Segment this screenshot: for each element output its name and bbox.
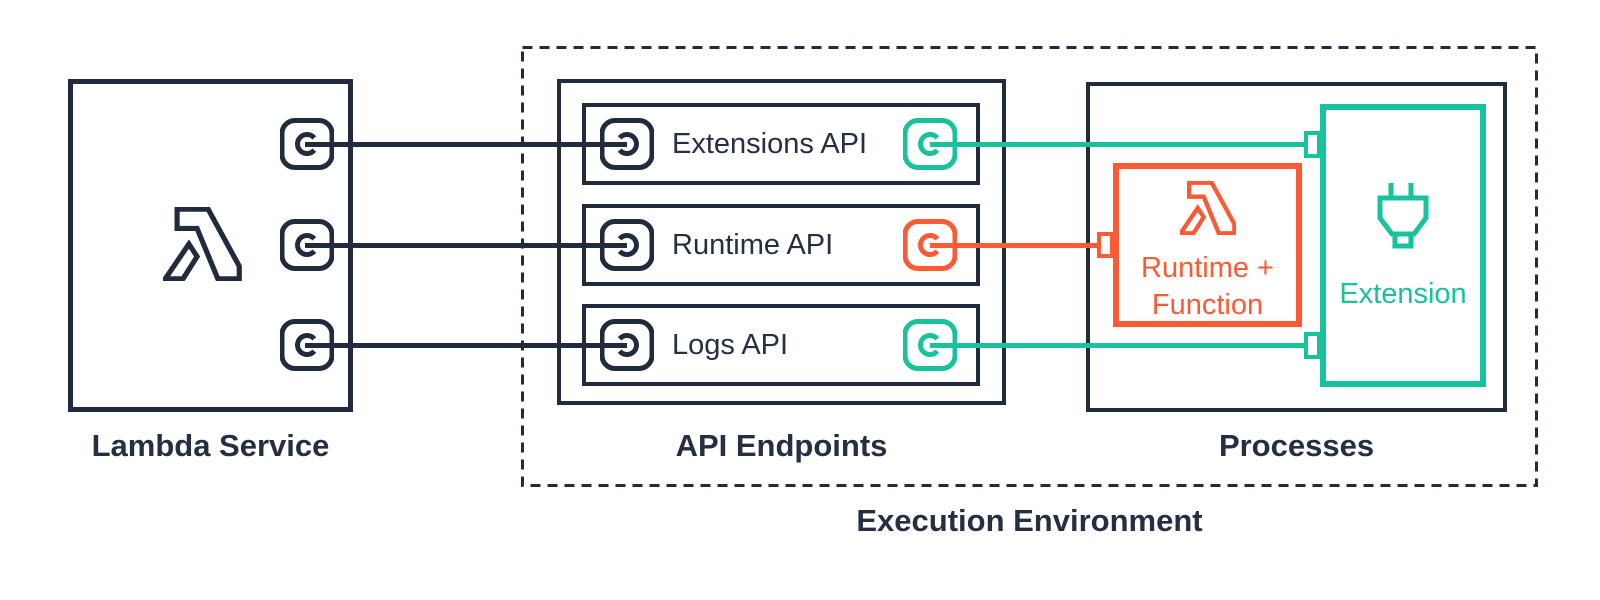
- row-logs-api-label: Logs API: [672, 328, 789, 361]
- logs-api-port-icon: [903, 319, 957, 371]
- extension-box-socket-bottom: [1304, 332, 1321, 359]
- connector-lambda-runtime: [305, 242, 627, 248]
- extension-label: Extension: [1339, 278, 1467, 310]
- lambda-icon: [163, 207, 242, 281]
- api-endpoints-label: API Endpoints: [675, 428, 888, 463]
- extension-box: [1320, 104, 1486, 387]
- lambda-service-label: Lambda Service: [91, 428, 330, 463]
- port-icon: [280, 219, 334, 271]
- runtime-function-label: Runtime + Function: [1113, 250, 1302, 324]
- execution-environment-label: Execution Environment: [856, 503, 1203, 538]
- row-runtime-api-label: Runtime API: [672, 228, 834, 261]
- connector-runtime-api-runtime: [930, 242, 1101, 248]
- port-icon: [600, 118, 654, 170]
- processes-label: Processes: [1218, 428, 1375, 463]
- runtime-function-box: [1113, 163, 1302, 327]
- connector-lambda-logs: [305, 342, 627, 348]
- plug-icon: [1377, 183, 1429, 249]
- port-icon: [600, 319, 654, 371]
- extensions-api-port-icon: [903, 118, 957, 170]
- execution-environment-dashed-border: [521, 46, 1538, 487]
- connector-lambda-extensions: [305, 141, 627, 147]
- runtime-function-label-line1: Runtime +: [1141, 252, 1274, 284]
- extension-box-socket-top: [1304, 131, 1321, 158]
- runtime-api-port-icon: [903, 219, 957, 271]
- port-icon: [280, 118, 334, 170]
- port-icon: [280, 319, 334, 371]
- connector-extensions-api-extension: [930, 141, 1308, 147]
- connector-logs-api-extension: [930, 342, 1308, 348]
- row-extensions-api-label: Extensions API: [672, 127, 868, 160]
- lambda-icon: [1180, 181, 1236, 235]
- runtime-box-socket: [1097, 232, 1114, 258]
- runtime-function-label-line2: Function: [1151, 289, 1264, 321]
- port-icon: [600, 219, 654, 271]
- api-endpoints-box: [557, 79, 1006, 405]
